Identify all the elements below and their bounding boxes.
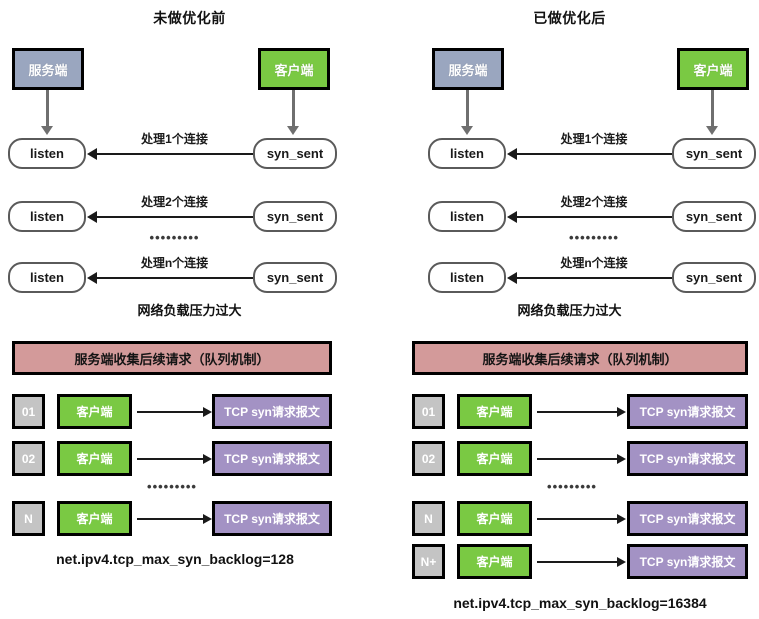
- network-load-note: 网络负载压力过大: [517, 303, 622, 318]
- state-pill-syn-sent: syn_sent: [253, 201, 337, 232]
- queue-arrow-head: [617, 407, 626, 417]
- panel-before: 未做优化前 服务端 客户端 listen syn_sent 处理1个连接 lis…: [0, 0, 379, 619]
- flow-label-1: 处理1个连接: [141, 132, 208, 146]
- client-connector-line: [292, 90, 295, 128]
- queue-packet-box: TCP syn请求报文: [212, 441, 332, 476]
- queue-index: 01: [412, 394, 445, 429]
- queue-packet-box: TCP syn请求报文: [212, 501, 332, 536]
- client-connector-arrow: [706, 126, 718, 135]
- server-connector-arrow: [41, 126, 53, 135]
- state-pill-listen: listen: [8, 262, 86, 293]
- state-pill-listen: listen: [8, 138, 86, 169]
- flow-line-2: [516, 216, 672, 218]
- flow-arrow-2: [507, 211, 517, 223]
- queue-index: N+: [412, 544, 445, 579]
- queue-arrow-line: [137, 518, 203, 520]
- queue-client-box: 客户端: [457, 394, 532, 429]
- queue-arrow-line: [137, 411, 203, 413]
- flow-label-3: 处理n个连接: [140, 256, 209, 270]
- flow-ellipsis: •••••••••: [149, 230, 200, 245]
- queue-header: 服务端收集后续请求（队列机制）: [412, 341, 748, 375]
- queue-arrow-line: [537, 518, 617, 520]
- flow-line-1: [516, 153, 672, 155]
- flow-arrow-1: [87, 148, 97, 160]
- flow-line-2: [96, 216, 253, 218]
- queue-client-box: 客户端: [57, 501, 132, 536]
- flow-label-2: 处理2个连接: [560, 195, 628, 209]
- queue-header: 服务端收集后续请求（队列机制）: [12, 341, 332, 375]
- queue-arrow-line: [537, 561, 617, 563]
- queue-arrow-head: [617, 454, 626, 464]
- panel-after: 已做优化后 服务端 客户端 listen syn_sent 处理1个连接 lis…: [380, 0, 759, 619]
- queue-client-box: 客户端: [57, 441, 132, 476]
- state-pill-listen: listen: [8, 201, 86, 232]
- server-connector-arrow: [461, 126, 473, 135]
- flow-arrow-1: [507, 148, 517, 160]
- queue-packet-box: TCP syn请求报文: [627, 394, 748, 429]
- queue-index: 02: [412, 441, 445, 476]
- queue-index: N: [412, 501, 445, 536]
- flow-arrow-2: [87, 211, 97, 223]
- state-pill-syn-sent: syn_sent: [253, 262, 337, 293]
- queue-arrow-line: [537, 458, 617, 460]
- panel-title-after: 已做优化后: [533, 10, 606, 26]
- state-pill-listen: listen: [428, 262, 506, 293]
- queue-arrow-line: [537, 411, 617, 413]
- backlog-caption: net.ipv4.tcp_max_syn_backlog=128: [56, 551, 294, 567]
- state-pill-syn-sent: syn_sent: [672, 262, 756, 293]
- queue-arrow-head: [203, 407, 212, 417]
- flow-label-1: 处理1个连接: [560, 132, 628, 146]
- state-pill-syn-sent: syn_sent: [672, 138, 756, 169]
- queue-packet-box: TCP syn请求报文: [212, 394, 332, 429]
- queue-client-box: 客户端: [457, 544, 532, 579]
- client-box: 客户端: [258, 48, 330, 90]
- queue-arrow-head: [203, 454, 212, 464]
- queue-client-box: 客户端: [457, 441, 532, 476]
- queue-arrow-line: [137, 458, 203, 460]
- queue-arrow-head: [203, 514, 212, 524]
- state-pill-syn-sent: syn_sent: [672, 201, 756, 232]
- flow-ellipsis: •••••••••: [569, 230, 619, 245]
- client-connector-arrow: [287, 126, 299, 135]
- flow-arrow-3: [507, 272, 517, 284]
- server-connector-line: [46, 90, 49, 128]
- queue-index: N: [12, 501, 45, 536]
- server-box: 服务端: [12, 48, 84, 90]
- flow-label-3: 处理n个连接: [560, 256, 628, 270]
- queue-client-box: 客户端: [57, 394, 132, 429]
- panel-title-before: 未做优化前: [153, 10, 226, 26]
- flow-label-2: 处理2个连接: [141, 195, 208, 209]
- flow-line-3: [516, 277, 672, 279]
- server-connector-line: [466, 90, 469, 128]
- backlog-caption: net.ipv4.tcp_max_syn_backlog=16384: [453, 595, 707, 611]
- queue-client-box: 客户端: [457, 501, 532, 536]
- queue-arrow-head: [617, 557, 626, 567]
- network-load-note: 网络负载压力过大: [137, 303, 242, 318]
- flow-line-3: [96, 277, 253, 279]
- queue-packet-box: TCP syn请求报文: [627, 501, 748, 536]
- server-box: 服务端: [432, 48, 504, 90]
- flow-arrow-3: [87, 272, 97, 284]
- queue-index: 01: [12, 394, 45, 429]
- queue-ellipsis: •••••••••: [547, 479, 597, 494]
- flow-line-1: [96, 153, 253, 155]
- state-pill-syn-sent: syn_sent: [253, 138, 337, 169]
- state-pill-listen: listen: [428, 138, 506, 169]
- queue-packet-box: TCP syn请求报文: [627, 544, 748, 579]
- client-connector-line: [711, 90, 714, 128]
- state-pill-listen: listen: [428, 201, 506, 232]
- queue-index: 02: [12, 441, 45, 476]
- queue-packet-box: TCP syn请求报文: [627, 441, 748, 476]
- queue-ellipsis: •••••••••: [147, 479, 197, 494]
- client-box: 客户端: [677, 48, 749, 90]
- queue-arrow-head: [617, 514, 626, 524]
